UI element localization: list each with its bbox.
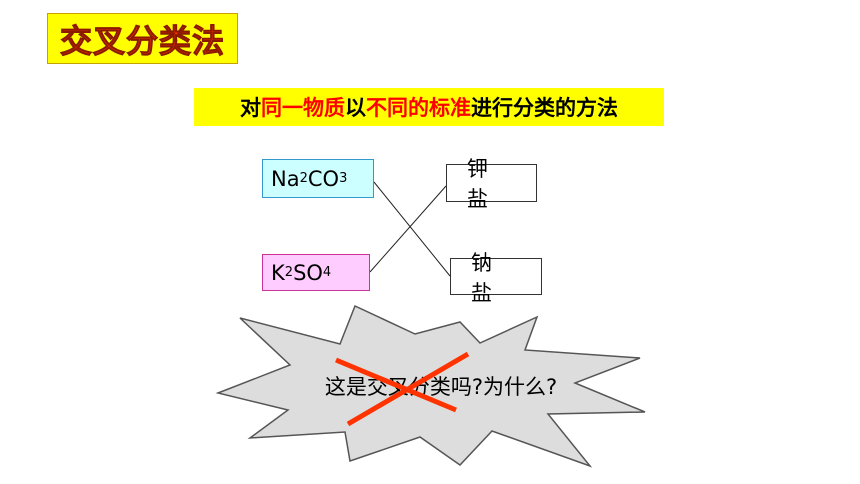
connector-k2so4-to-potassium bbox=[369, 185, 447, 273]
connector-na2co3-to-sodium bbox=[373, 181, 451, 277]
page-title: 交叉分类法 bbox=[59, 21, 225, 60]
title-box: 交叉分类法 bbox=[47, 13, 238, 64]
k2so4-element-1: K bbox=[271, 260, 285, 285]
subtitle-box: 对同一物质以不同的标准进行分类的方法 bbox=[194, 88, 664, 126]
na2co3-element-2: CO bbox=[307, 166, 340, 191]
na2co3-element-1: Na bbox=[271, 166, 300, 191]
subtitle-part-1: 对 bbox=[240, 96, 261, 120]
subtitle-part-3: 以 bbox=[345, 96, 366, 120]
subtitle-part-4: 不同的标准 bbox=[366, 96, 471, 120]
k2so4-element-2: SO bbox=[293, 260, 323, 285]
subtitle-part-5: 进行分类的方法 bbox=[471, 96, 618, 120]
subtitle-part-2: 同一物质 bbox=[261, 96, 345, 120]
question-text: 这是交叉分类吗?为什么? bbox=[324, 375, 558, 399]
